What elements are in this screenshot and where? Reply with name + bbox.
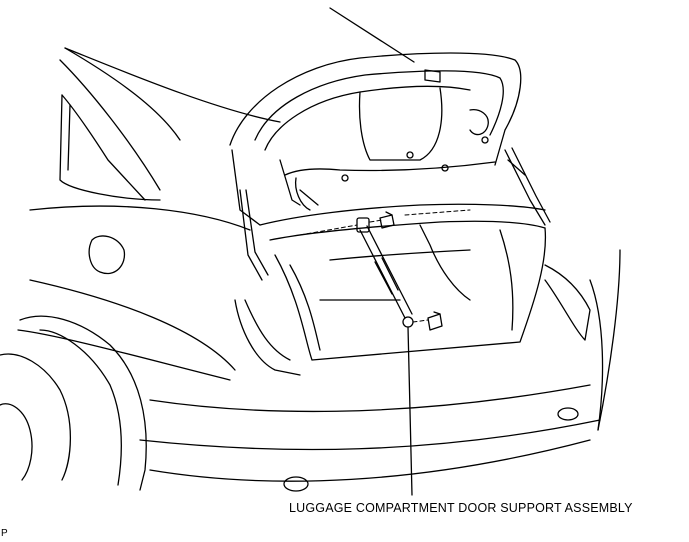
rear-side-window [59, 94, 161, 201]
tail-lamps [234, 264, 591, 376]
exhaust-tip [283, 407, 579, 492]
roof-outline [59, 7, 415, 191]
body-side [17, 205, 251, 381]
strut-lower-ball [402, 316, 414, 328]
rear-bumper [139, 249, 621, 482]
support-bracket-upper [379, 211, 395, 229]
alignment-lines [299, 209, 471, 323]
support-bracket-lower [427, 311, 443, 331]
luggage-compartment-door [229, 52, 522, 226]
trunk-opening [259, 203, 547, 361]
fuel-door [88, 235, 126, 275]
hinges [239, 147, 551, 281]
figure-code: P [1, 528, 8, 539]
callout-label: LUGGAGE COMPARTMENT DOOR SUPPORT ASSEMBL… [289, 501, 633, 515]
strut-upper-end [356, 217, 370, 233]
callout-leader [407, 326, 413, 496]
door-support-assembly [356, 217, 414, 328]
rear-wheel [0, 315, 147, 491]
